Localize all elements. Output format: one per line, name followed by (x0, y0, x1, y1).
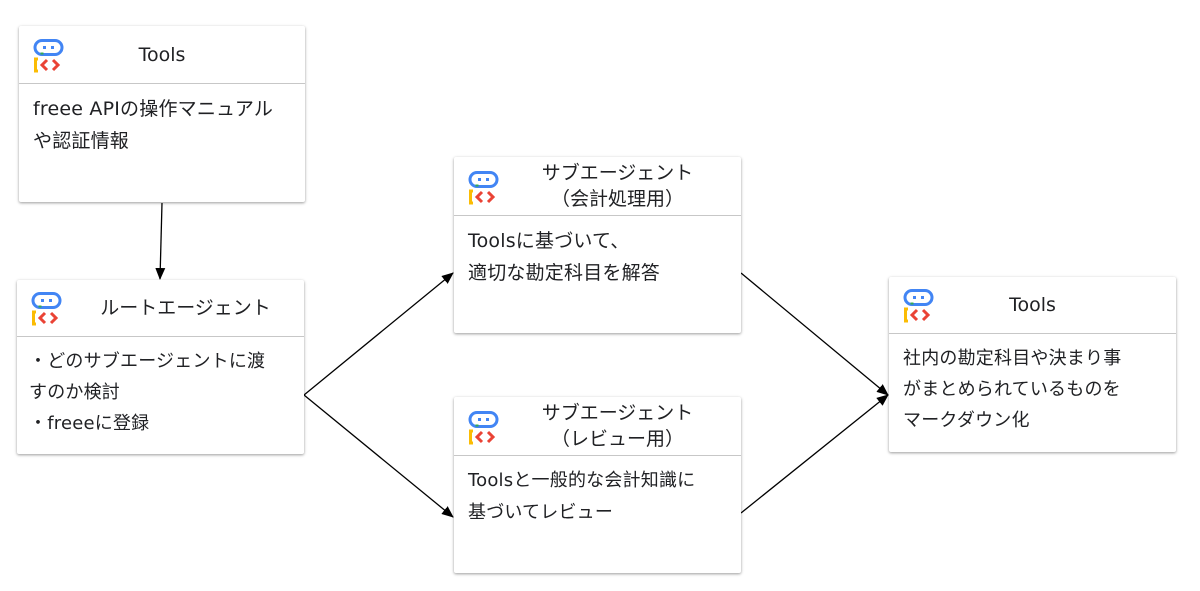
agent-icon (468, 411, 499, 445)
node-body: 社内の勘定科目や決まり事 がまとめられているものを マークダウン化 (903, 348, 1122, 431)
node-title: ルートエージェント (100, 297, 271, 319)
agent-icon (33, 39, 64, 73)
node-body: ・どのサブエージェントに渡 すのか検討 ・freeeに登録 (29, 351, 266, 434)
agent-icon (468, 171, 499, 205)
edge-accounting-to-tools (740, 272, 889, 396)
node-title: サブエージェント （会計処理用） (541, 162, 694, 210)
node-body: Toolsに基づいて、 適切な勘定科目を解答 (468, 230, 661, 284)
edge-tools-to-root (155, 202, 166, 280)
agent-icon (31, 292, 62, 326)
node-title: Tools (1009, 294, 1056, 316)
node-body: freee APIの操作マニュアル や認証情報 (33, 98, 274, 152)
node-sub-agent-review[interactable]: サブエージェント （レビュー用） Toolsと一般的な会計知識に 基づいてレビュ… (454, 397, 741, 573)
edge-review-to-tools (740, 394, 889, 514)
agent-icon (903, 289, 934, 323)
node-body: Toolsと一般的な会計知識に 基づいてレビュー (468, 470, 696, 523)
node-root-agent[interactable]: ルートエージェント ・どのサブエージェントに渡 すのか検討 ・freeeに登録 (17, 280, 304, 454)
edge-root-to-review (303, 394, 454, 518)
node-sub-agent-accounting[interactable]: サブエージェント （会計処理用） Toolsに基づいて、 適切な勘定科目を解答 (454, 157, 741, 333)
node-title: サブエージェント （レビュー用） (541, 402, 694, 450)
node-title: Tools (138, 43, 186, 66)
edge-root-to-accounting (303, 272, 454, 396)
node-tools-top[interactable]: Tools freee APIの操作マニュアル や認証情報 (19, 26, 305, 202)
node-tools-right[interactable]: Tools 社内の勘定科目や決まり事 がまとめられているものを マークダウン化 (889, 277, 1176, 452)
